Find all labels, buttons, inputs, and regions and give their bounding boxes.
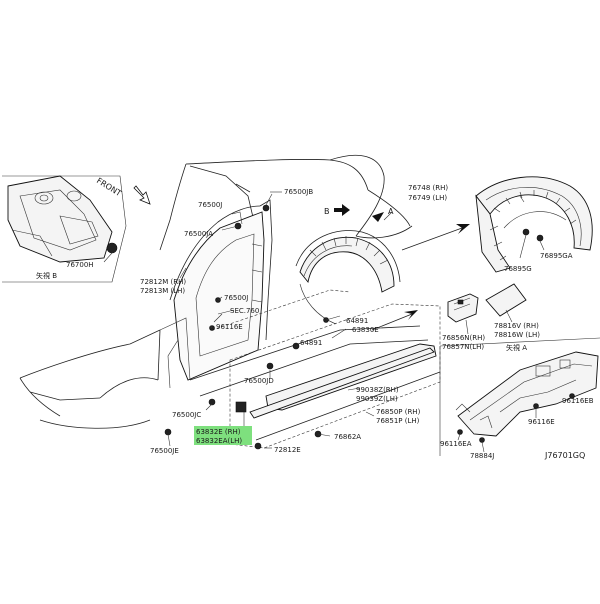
- svg-text:76857N(LH): 76857N(LH): [442, 343, 484, 351]
- wheelhouse-liner: [476, 177, 592, 272]
- callout-76500JE[interactable]: 76500JE: [150, 447, 179, 455]
- svg-text:96116E: 96116E: [528, 418, 555, 426]
- clip-icon: [458, 300, 463, 304]
- svg-text:96116EB: 96116EB: [562, 397, 594, 405]
- callout-76857N[interactable]: 76857N(LH): [442, 343, 484, 351]
- callout-76500JA[interactable]: 76500JA: [184, 230, 213, 238]
- front-label: FRONT: [95, 176, 123, 198]
- svg-text:78816W (LH): 78816W (LH): [494, 331, 540, 339]
- svg-text:76500JD: 76500JD: [244, 377, 274, 385]
- svg-text:63832EA(LH): 63832EA(LH): [196, 437, 242, 445]
- grommet-icon: [107, 243, 117, 253]
- view-arrow-a: A: [372, 207, 394, 222]
- arrow-icon: [404, 310, 418, 320]
- svg-text:76500JC: 76500JC: [172, 411, 201, 419]
- arrow-icon: [456, 224, 470, 234]
- svg-text:76500J: 76500J: [198, 201, 222, 209]
- callout-63832EA[interactable]: 63832EA(LH): [196, 437, 242, 445]
- callout-76500JB[interactable]: 76500JB: [284, 188, 313, 196]
- callout-96116E-view-a[interactable]: 96116E: [528, 418, 555, 426]
- arrow-right-icon: [334, 204, 350, 216]
- svg-text:96116EA: 96116EA: [440, 440, 472, 448]
- callout-72812M[interactable]: 72812M (RH): [140, 278, 186, 286]
- svg-text:76850P (RH): 76850P (RH): [376, 408, 421, 416]
- svg-text:78884J: 78884J: [470, 452, 494, 460]
- callout-96116E-main[interactable]: 96116E: [216, 323, 243, 331]
- diagram-code: J76701GQ: [544, 451, 585, 460]
- clip-icon: [480, 438, 485, 443]
- svg-text:SEC.760: SEC.760: [230, 307, 259, 315]
- clip-icon: [267, 363, 273, 369]
- view-a-title: 矢視 A: [506, 343, 527, 352]
- callout-78884J[interactable]: 78884J: [470, 452, 494, 460]
- svg-text:76895G: 76895G: [504, 265, 532, 273]
- clip-icon: [263, 205, 269, 211]
- callout-72813M[interactable]: 72813M (LH): [140, 287, 185, 295]
- callout-78816V[interactable]: 78816V (RH): [494, 322, 539, 330]
- callout-76500JC[interactable]: 76500JC: [172, 411, 201, 419]
- callout-99039Z[interactable]: 99039Z(LH): [356, 395, 398, 403]
- callout-76500J[interactable]: 76500J: [224, 294, 248, 302]
- svg-text:76500JB: 76500JB: [284, 188, 313, 196]
- callout-96116EA[interactable]: 96116EA: [440, 440, 472, 448]
- svg-text:76749 (LH): 76749 (LH): [408, 194, 447, 202]
- svg-text:63832E (RH): 63832E (RH): [196, 428, 241, 436]
- clip-icon: [523, 229, 529, 235]
- callout-78816W[interactable]: 78816W (LH): [494, 331, 540, 339]
- callout-sec-760[interactable]: SEC.760: [230, 307, 259, 315]
- callout-96116EB[interactable]: 96116EB: [562, 397, 594, 405]
- callout-99038Z[interactable]: 99038Z(RH): [356, 386, 399, 394]
- view-a-marker: A: [388, 207, 394, 216]
- svg-text:76748 (RH): 76748 (RH): [408, 184, 448, 192]
- svg-text:72812E: 72812E: [274, 446, 301, 454]
- svg-text:99039Z(LH): 99039Z(LH): [356, 395, 398, 403]
- callout-72812E[interactable]: 72812E: [274, 446, 301, 454]
- clip-icon: [534, 404, 539, 409]
- svg-text:64891: 64891: [346, 317, 368, 325]
- svg-text:96116E: 96116E: [216, 323, 243, 331]
- clip-icon: [537, 235, 543, 241]
- callout-76862A[interactable]: 76862A: [334, 433, 361, 441]
- bracket-icon: [236, 402, 246, 412]
- svg-text:63830E: 63830E: [352, 326, 379, 334]
- callout-76851P[interactable]: 76851P (LH): [376, 417, 420, 425]
- svg-text:76895GA: 76895GA: [540, 252, 573, 260]
- clip-icon: [458, 430, 463, 435]
- front-arrow-icon: [134, 186, 150, 204]
- callout-76895GA[interactable]: 76895GA: [540, 252, 573, 260]
- callout-64891-lower[interactable]: 64891: [300, 339, 322, 347]
- callout-63830E[interactable]: 63830E: [352, 326, 379, 334]
- callout-76500J-top[interactable]: 76500J: [198, 201, 222, 209]
- svg-text:99038Z(RH): 99038Z(RH): [356, 386, 399, 394]
- callout-76748[interactable]: 76748 (RH): [408, 184, 448, 192]
- svg-text:76700H: 76700H: [66, 261, 94, 269]
- view-b-marker: B: [324, 207, 330, 216]
- svg-text:72812M (RH): 72812M (RH): [140, 278, 186, 286]
- view-b-title: 矢視 B: [36, 271, 57, 280]
- callout-76850P[interactable]: 76850P (RH): [376, 408, 421, 416]
- clip-icon: [255, 443, 261, 449]
- svg-text:76500J: 76500J: [224, 294, 248, 302]
- arrow-down-left-icon: [372, 212, 384, 222]
- callout-76895G[interactable]: 76895G: [504, 265, 532, 273]
- view-arrow-b: B: [324, 204, 350, 216]
- callout-76749[interactable]: 76749 (LH): [408, 194, 447, 202]
- svg-text:76500JE: 76500JE: [150, 447, 179, 455]
- svg-text:76856N(RH): 76856N(RH): [442, 334, 485, 342]
- svg-text:76862A: 76862A: [334, 433, 361, 441]
- callout-63832E[interactable]: 63832E (RH): [196, 428, 241, 436]
- svg-text:76500JA: 76500JA: [184, 230, 213, 238]
- callout-64891-upper[interactable]: 64891: [346, 317, 368, 325]
- svg-text:76851P (LH): 76851P (LH): [376, 417, 420, 425]
- svg-text:78816V (RH): 78816V (RH): [494, 322, 539, 330]
- callout-76500JD[interactable]: 76500JD: [244, 377, 274, 385]
- svg-text:64891: 64891: [300, 339, 322, 347]
- callout-76700H[interactable]: 76700H: [66, 261, 94, 269]
- svg-text:72813M (LH): 72813M (LH): [140, 287, 185, 295]
- callout-76856N[interactable]: 76856N(RH): [442, 334, 485, 342]
